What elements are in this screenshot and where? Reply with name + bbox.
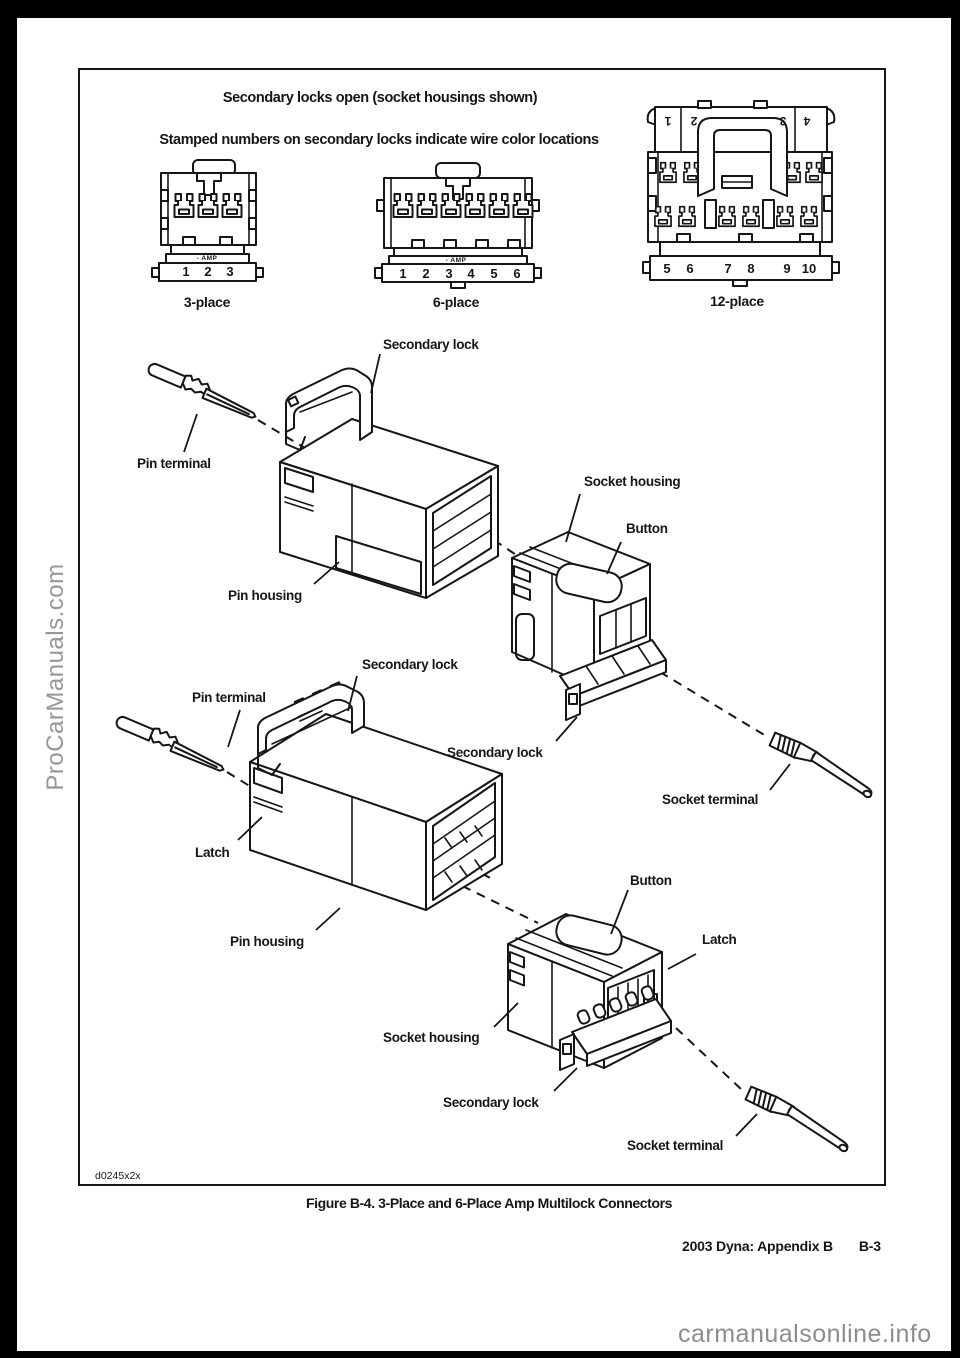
callout-secondary-lock-4: Secondary lock [443, 1095, 539, 1110]
callout-socket-housing-1: Socket housing [584, 474, 681, 489]
scan-edge-top [0, 0, 960, 18]
secondary-lock-3-drawing [559, 639, 667, 721]
connector-label-12-place: 12-place [710, 293, 764, 309]
pin-number: 4 [803, 114, 811, 128]
pin-number: 10 [801, 261, 817, 276]
pin-terminal-1-drawing [145, 358, 262, 421]
pin-number: 6 [513, 266, 521, 281]
watermark-carmanualsonline: carmanualsonline.info [678, 1320, 932, 1348]
connector-label-3-place: 3-place [183, 294, 231, 310]
callout-leader-lines [183, 353, 791, 1137]
connector-12-place-drawing [642, 100, 840, 287]
pin-housing-1-drawing [279, 418, 499, 599]
watermark-procarmanuals: ProCarManuals.com [42, 563, 69, 791]
figure-caption: Figure B-4. 3-Place and 6-Place Amp Mult… [305, 1195, 673, 1211]
pin-number: 8 [747, 261, 755, 276]
connector-3-place-drawing [151, 159, 264, 282]
callout-secondary-lock-1: Secondary lock [383, 337, 479, 352]
pin-number: 2 [422, 266, 430, 281]
callout-secondary-lock-2: Secondary lock [362, 657, 458, 672]
figure-heading-secondary: Stamped numbers on secondary locks indic… [159, 132, 599, 148]
callout-pin-housing-1: Pin housing [228, 588, 302, 603]
page-footer: 2003 Dyna: Appendix B B-3 [682, 1238, 881, 1254]
pin-number: 3 [445, 266, 453, 281]
figure-heading-primary: Secondary locks open (socket housings sh… [222, 90, 538, 106]
pin-number: 4 [467, 266, 475, 281]
secondary-lock-1-drawing [285, 367, 373, 451]
pin-number: 9 [783, 261, 791, 276]
scan-edge-right [951, 0, 960, 1358]
pin-number: 5 [663, 261, 671, 276]
pin-number: 2 [204, 264, 212, 279]
figure-frame [78, 68, 886, 1186]
pin-number: 5 [490, 266, 498, 281]
figure-code: d0245x2x [95, 1170, 141, 1182]
callout-button-1: Button [626, 521, 668, 536]
callout-pin-terminal-1: Pin terminal [137, 456, 211, 471]
secondary-lock-4-drawing [559, 985, 672, 1071]
footer-manual-title: 2003 Dyna: Appendix B [682, 1238, 833, 1254]
pin-number: 1 [664, 114, 672, 128]
connector-6-place-drawing [374, 162, 542, 289]
callout-pin-terminal-2: Pin terminal [192, 690, 266, 705]
pin-number: 1 [399, 266, 407, 281]
footer-page-number: B-3 [858, 1238, 881, 1254]
callout-socket-housing-2: Socket housing [383, 1030, 480, 1045]
callout-latch-1: Latch [195, 845, 230, 860]
pin-terminal-2-drawing [113, 711, 230, 774]
socket-terminal-1-drawing [765, 730, 880, 800]
callout-secondary-lock-3: Secondary lock [447, 745, 543, 760]
connector-label-6-place: 6-place [432, 294, 480, 310]
pin-number: 3 [779, 114, 787, 128]
callout-pin-housing-2: Pin housing [230, 934, 304, 949]
callout-socket-terminal-2: Socket terminal [627, 1138, 724, 1153]
pin-number: 6 [686, 261, 694, 276]
pin-number: 7 [724, 261, 732, 276]
pin-housing-2-drawing [249, 713, 503, 911]
amp-marking-3-place: - AMP [196, 255, 218, 262]
pin-number: 1 [182, 264, 190, 279]
scan-edge-left [0, 0, 17, 1358]
callout-button-2: Button [630, 873, 672, 888]
socket-housing-1-drawing [511, 531, 651, 689]
amp-marking-6-place: - AMP [445, 257, 467, 264]
callout-latch-2: Latch [702, 932, 737, 947]
pin-number: 3 [226, 264, 234, 279]
socket-terminal-2-drawing [741, 1084, 856, 1154]
callout-socket-terminal-1: Socket terminal [662, 792, 759, 807]
scan-edge-bottom [0, 1351, 960, 1358]
pin-number: 2 [690, 114, 698, 128]
